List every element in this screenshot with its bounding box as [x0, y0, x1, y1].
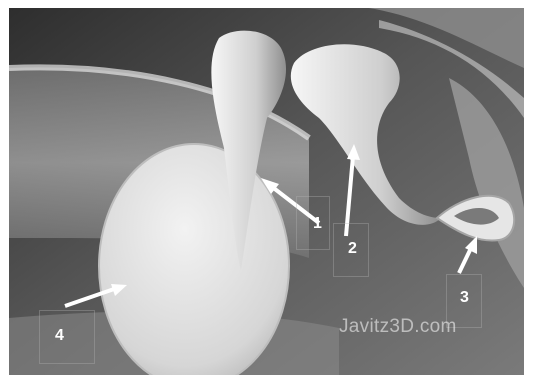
- label-4: 4: [55, 328, 64, 344]
- eardrum-shape: [99, 144, 289, 375]
- label-3: 3: [460, 290, 469, 306]
- label-1: 1: [313, 216, 322, 232]
- watermark-text: Javitz3D.com: [339, 316, 457, 338]
- ossicles-render-frame: 1 2 3 4 Javitz3D.com: [9, 8, 524, 375]
- label-box-4: [39, 310, 95, 364]
- label-2: 2: [348, 241, 357, 257]
